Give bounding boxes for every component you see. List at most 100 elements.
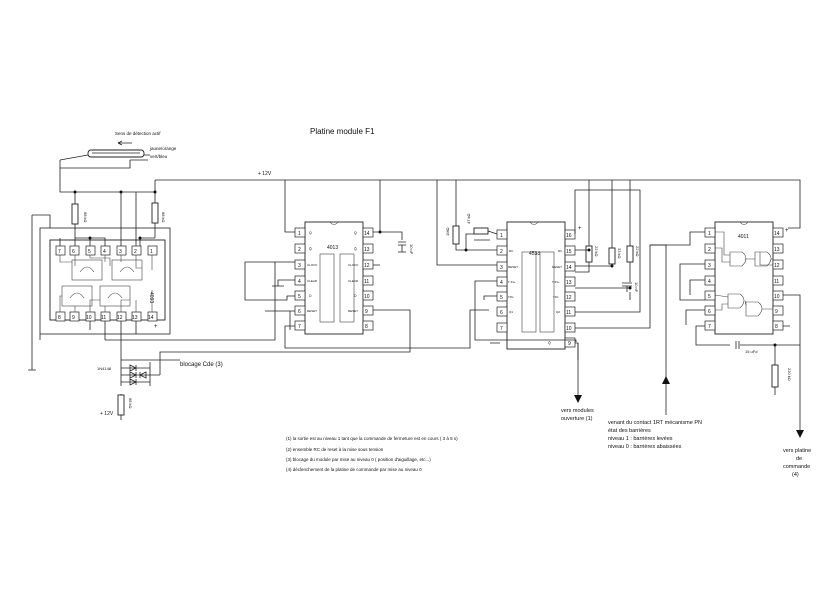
contact-line1: venant du contact 1RT mécanisme PN bbox=[608, 420, 702, 426]
chip-4011-label: 4011 bbox=[738, 234, 749, 240]
svg-text:68 kΩ: 68 kΩ bbox=[83, 212, 88, 223]
svg-text:TIN-: TIN- bbox=[553, 295, 559, 299]
resistor-4011 bbox=[771, 364, 779, 388]
svg-text:14: 14 bbox=[566, 265, 572, 271]
svg-text:6: 6 bbox=[298, 309, 301, 315]
svg-text:T IN+: T IN+ bbox=[508, 280, 516, 284]
svg-text:1: 1 bbox=[150, 249, 153, 255]
svg-text:68 kΩ: 68 kΩ bbox=[128, 398, 133, 409]
svg-text:14: 14 bbox=[364, 231, 370, 237]
chip-4538-label: 4538 bbox=[529, 251, 540, 257]
svg-text:12: 12 bbox=[364, 263, 370, 269]
svg-text:CLEAR: CLEAR bbox=[348, 279, 359, 283]
svg-text:7: 7 bbox=[500, 326, 503, 332]
chip-4538-right-inner: RC RESET T IN+ TIN- Q2 Q̄ bbox=[548, 249, 563, 345]
plus12-top: + 12V bbox=[258, 171, 272, 177]
resistor-4093-b bbox=[151, 202, 159, 224]
svg-text:5: 5 bbox=[500, 295, 503, 301]
platine-line1: vers platine bbox=[783, 448, 811, 454]
chip-4013-right-inner: Q Q̄ CLOCK CLEAR D RESET bbox=[348, 231, 359, 313]
resistor-4538-e bbox=[626, 245, 634, 263]
chip-4013-label: 4013 bbox=[327, 245, 338, 251]
svg-text:13: 13 bbox=[132, 315, 138, 321]
resistor-4093-a bbox=[71, 203, 79, 225]
svg-text:Q̄: Q̄ bbox=[354, 246, 357, 251]
svg-text:220 kΩ: 220 kΩ bbox=[787, 368, 792, 381]
svg-text:RC: RC bbox=[558, 249, 563, 253]
cap-4013 bbox=[398, 241, 406, 253]
svg-text:RESET: RESET bbox=[552, 265, 562, 269]
svg-text:5: 5 bbox=[298, 294, 301, 300]
svg-text:5: 5 bbox=[88, 249, 91, 255]
cap-4011-label: 15 uFd bbox=[745, 349, 757, 354]
svg-text:16: 16 bbox=[566, 233, 572, 239]
svg-text:1: 1 bbox=[298, 231, 301, 237]
svg-text:Q1: Q1 bbox=[509, 310, 513, 314]
platine-line3: commande bbox=[783, 464, 810, 470]
svg-text:CLEAR: CLEAR bbox=[307, 279, 318, 283]
svg-text:7: 7 bbox=[298, 324, 301, 330]
resistor-4538-d bbox=[608, 247, 616, 265]
svg-text:3: 3 bbox=[298, 263, 301, 269]
svg-text:RC: RC bbox=[509, 249, 514, 253]
jaune-label: jaune/orange bbox=[149, 146, 177, 151]
svg-text:Q2: Q2 bbox=[556, 310, 560, 314]
svg-text:11: 11 bbox=[566, 310, 571, 316]
sensor-element bbox=[87, 149, 145, 158]
chip-4011-left-pins: 1 2 3 4 5 6 7 bbox=[704, 227, 716, 331]
chip-4538-left-pins: 1 2 3 4 5 6 7 bbox=[496, 229, 508, 333]
chip-4538-left-inner: RC RESET T IN+ TIN- Q1 bbox=[508, 249, 518, 314]
page-title: Platine module F1 bbox=[310, 127, 375, 136]
svg-text:5: 5 bbox=[708, 294, 711, 300]
arrow-modules-head bbox=[574, 395, 582, 403]
plus12-bottom: + 12V bbox=[100, 411, 114, 417]
svg-text:9: 9 bbox=[365, 309, 368, 315]
svg-text:4: 4 bbox=[103, 249, 106, 255]
svg-text:3: 3 bbox=[708, 263, 711, 269]
sensor-label: Sens de détection actif bbox=[115, 131, 161, 136]
svg-text:7: 7 bbox=[708, 324, 711, 330]
chip-4538-right-pins: 16 15 14 13 12 11 10 9 bbox=[564, 229, 576, 348]
svg-text:11: 11 bbox=[364, 279, 369, 285]
diode-label: 1N4148 bbox=[97, 366, 112, 371]
svg-text:10: 10 bbox=[566, 326, 572, 332]
chip-4093-bottom-pins: 8 9 10 11 12 13 14 bbox=[55, 311, 158, 322]
chip-4093-label: 4093 bbox=[148, 292, 154, 303]
svg-text:9: 9 bbox=[72, 315, 75, 321]
resistor-4538-b bbox=[473, 227, 489, 235]
bus-12v bbox=[155, 179, 801, 229]
svg-text:11: 11 bbox=[101, 315, 106, 321]
svg-text:Q: Q bbox=[354, 231, 357, 235]
svg-text:6: 6 bbox=[708, 309, 711, 315]
chip-4013-right-pins: 14 13 12 11 10 9 8 bbox=[362, 227, 374, 331]
svg-text:10: 10 bbox=[364, 294, 370, 300]
svg-text:9: 9 bbox=[775, 309, 778, 315]
svg-text:68 kΩ: 68 kΩ bbox=[161, 212, 166, 223]
chip-4013-left-pins: 1 2 3 4 5 6 7 bbox=[294, 227, 306, 331]
svg-text:10 nF: 10 nF bbox=[409, 244, 414, 255]
vertbleu-label: vert/bleu bbox=[150, 154, 168, 159]
chip-4093-top-pins: 7 6 5 4 3 2 1 bbox=[55, 245, 158, 256]
svg-text:3: 3 bbox=[119, 249, 122, 255]
svg-text:47 kΩ: 47 kΩ bbox=[466, 213, 471, 224]
svg-text:TIN-: TIN- bbox=[508, 295, 514, 299]
svg-text:15: 15 bbox=[566, 249, 572, 255]
svg-text:1: 1 bbox=[500, 233, 503, 239]
svg-text:8: 8 bbox=[775, 324, 778, 330]
svg-text:RESET: RESET bbox=[307, 309, 317, 313]
note-3: (3) blocage du module par mise au niveau… bbox=[286, 457, 431, 462]
svg-text:1: 1 bbox=[708, 231, 711, 237]
svg-text:12: 12 bbox=[566, 295, 572, 301]
svg-text:10: 10 bbox=[86, 315, 92, 321]
sensor-wires bbox=[59, 154, 150, 169]
svg-text:13: 13 bbox=[774, 247, 780, 253]
svg-text:9: 9 bbox=[568, 341, 571, 347]
note-1: (1) la sortie est au niveau 1 tant que l… bbox=[286, 436, 458, 441]
svg-text:11: 11 bbox=[774, 279, 779, 285]
plus-4538: + bbox=[578, 226, 582, 232]
wires-4093-bottom bbox=[28, 214, 137, 371]
diode-4 bbox=[139, 371, 147, 379]
svg-text:4: 4 bbox=[708, 279, 711, 285]
svg-text:Q: Q bbox=[309, 231, 312, 235]
